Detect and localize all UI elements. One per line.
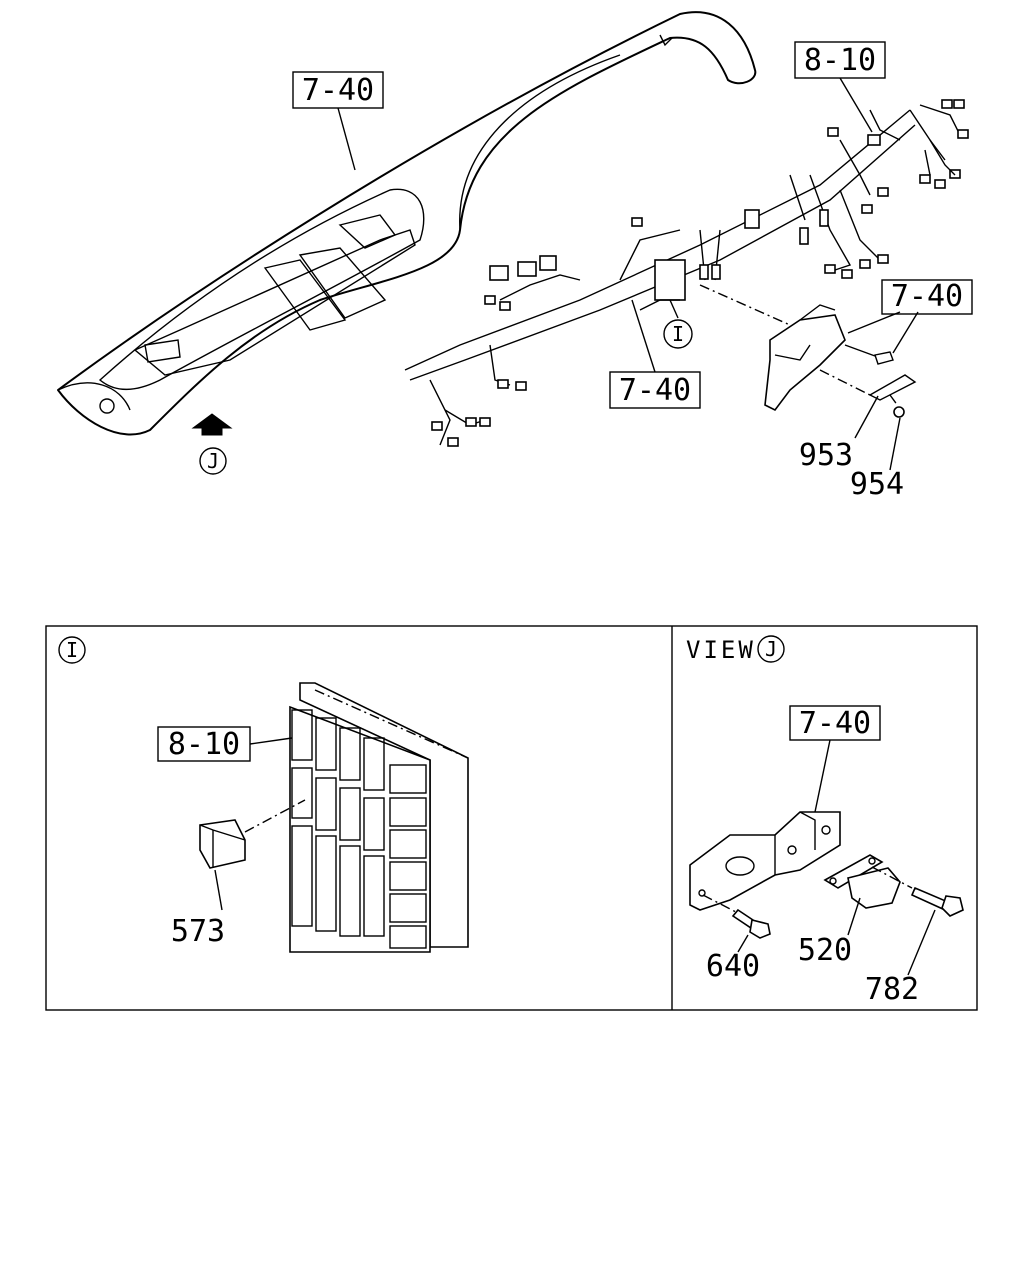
panel-i-callout: I bbox=[58, 636, 86, 664]
ref-box-8-10-top: 8-10 bbox=[794, 41, 886, 79]
wiring-harness bbox=[404, 99, 969, 447]
ref-7-40-view-label: 7-40 bbox=[799, 706, 871, 741]
panel-j-letter: J bbox=[765, 637, 777, 661]
bolt-782 bbox=[910, 886, 964, 917]
panel-j-callout: J bbox=[757, 635, 785, 663]
leader-7-40-right bbox=[847, 311, 919, 354]
leader-782 bbox=[907, 909, 936, 976]
ref-box-7-40-top: 7-40 bbox=[292, 71, 384, 109]
leader-520 bbox=[847, 897, 861, 936]
leader-detail-i bbox=[669, 299, 679, 319]
panel-detail-i: I bbox=[58, 636, 469, 953]
leader-7-40-view bbox=[814, 739, 831, 813]
view-label: VIEW bbox=[686, 636, 756, 664]
inset-frame bbox=[45, 625, 978, 1011]
ref-7-40-center-label: 7-40 bbox=[619, 373, 691, 408]
part-953-label: 953 bbox=[799, 438, 853, 473]
bolt-782-dash bbox=[871, 866, 913, 889]
panel-i-letter: I bbox=[66, 638, 78, 662]
view-j-callout: J bbox=[199, 447, 227, 475]
ref-box-7-40-view: 7-40 bbox=[789, 705, 881, 741]
leader-640 bbox=[737, 934, 749, 953]
ref-box-7-40-right: 7-40 bbox=[881, 279, 973, 315]
part-520-label: 520 bbox=[798, 933, 852, 968]
leader-8-10-top bbox=[839, 77, 873, 133]
panel-view-j: VIEW J 7-40 bbox=[686, 635, 964, 1007]
relay-dash-line bbox=[244, 799, 306, 833]
part-954-label: 954 bbox=[850, 467, 904, 502]
view-j-letter: J bbox=[207, 449, 219, 473]
part-640-label: 640 bbox=[706, 949, 760, 984]
leader-953 bbox=[854, 395, 879, 439]
part-782-label: 782 bbox=[865, 972, 919, 1007]
detail-i-letter: I bbox=[672, 322, 684, 346]
ref-7-40-top-label: 7-40 bbox=[302, 73, 374, 108]
relay-box bbox=[289, 682, 469, 953]
bracket-assembly bbox=[699, 284, 917, 418]
ref-8-10-top-label: 8-10 bbox=[804, 43, 876, 78]
view-j-arrow bbox=[191, 413, 233, 436]
ref-7-40-right-label: 7-40 bbox=[891, 279, 963, 314]
leader-8-10-inset bbox=[249, 737, 293, 745]
leader-954 bbox=[889, 417, 901, 471]
instrument-panel bbox=[57, 11, 757, 436]
relay-573 bbox=[199, 819, 246, 869]
part-573-label: 573 bbox=[171, 914, 225, 949]
leader-7-40-center bbox=[631, 299, 656, 373]
leader-7-40-top bbox=[337, 107, 356, 171]
ref-box-7-40-center: 7-40 bbox=[609, 371, 701, 409]
sensor-520 bbox=[823, 854, 901, 909]
detail-i-callout: I bbox=[663, 319, 693, 349]
mounting-bracket bbox=[689, 811, 841, 911]
ref-8-10-inset-label: 8-10 bbox=[168, 727, 240, 762]
leader-573 bbox=[214, 869, 223, 911]
bolt-640-dash bbox=[702, 894, 737, 913]
bolt-640 bbox=[731, 908, 771, 939]
ref-box-8-10-inset: 8-10 bbox=[157, 726, 251, 762]
